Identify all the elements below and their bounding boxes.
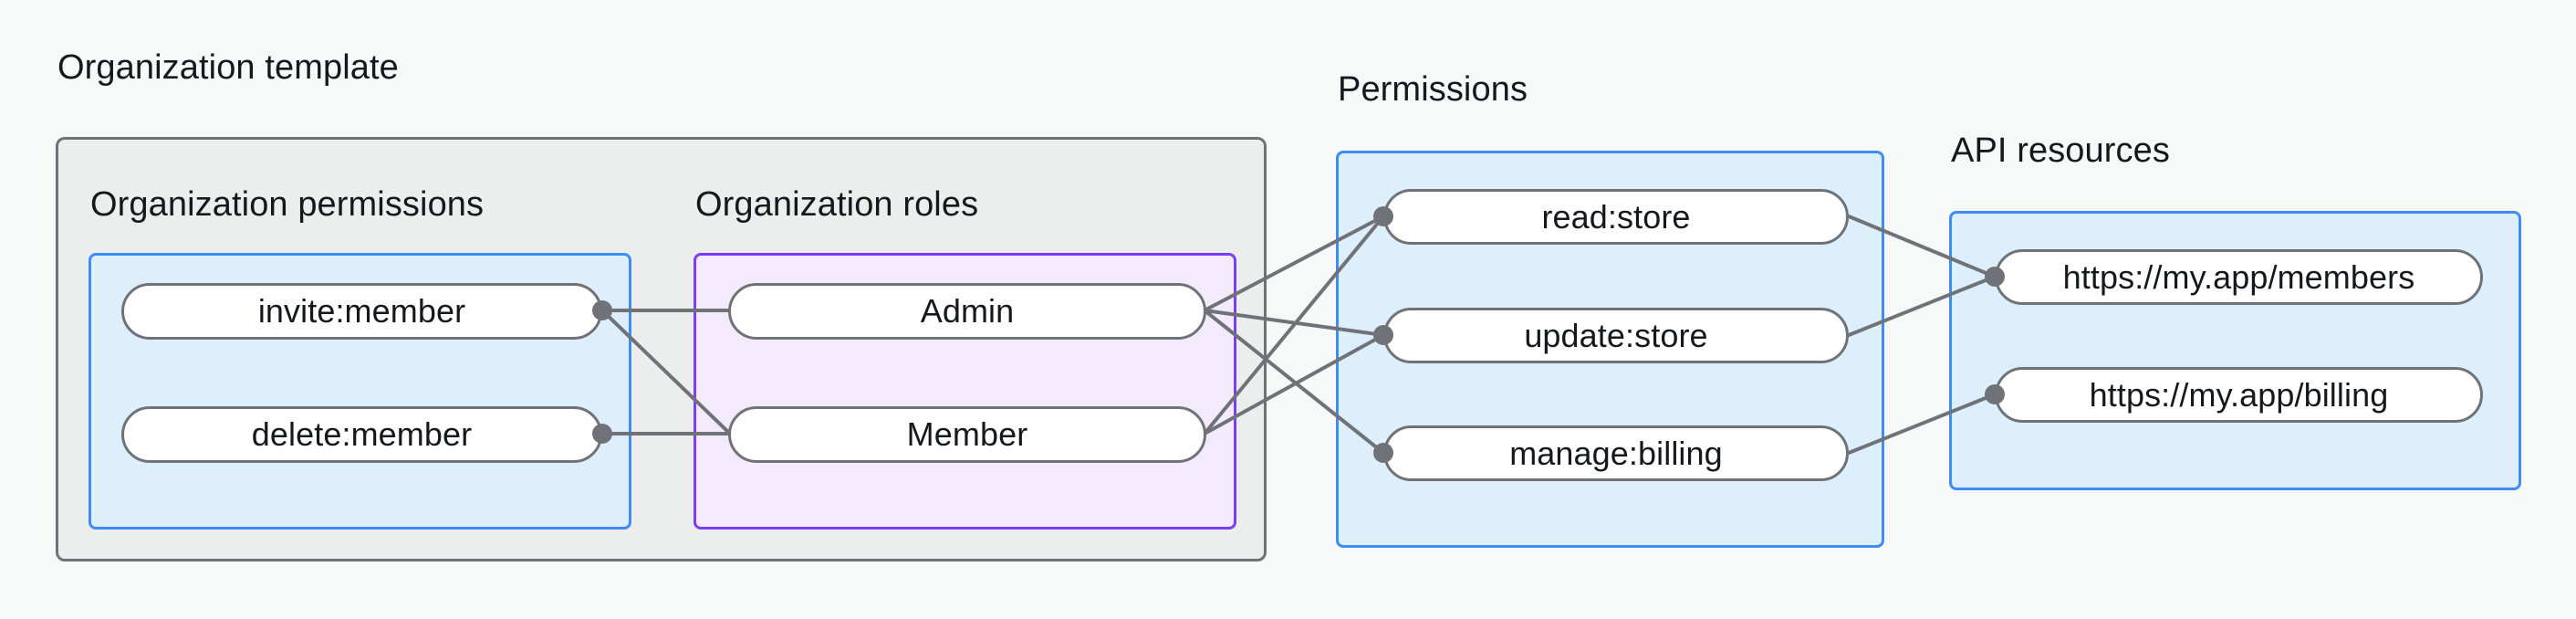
node-api-resource-members[interactable]: https://my.app/members: [1995, 249, 2483, 305]
edge-member-to-read-store: [1203, 215, 1385, 435]
node-update-store[interactable]: update:store: [1383, 308, 1849, 363]
node-invite-member[interactable]: invite:member: [121, 283, 602, 340]
edge-invite-member-to-member: [600, 309, 732, 435]
group-title-organization-permissions: Organization permissions: [90, 185, 485, 224]
node-admin[interactable]: Admin: [728, 283, 1206, 340]
node-api-resource-billing[interactable]: https://my.app/billing: [1995, 367, 2483, 423]
edge-update-store-to-members: [1847, 275, 1997, 337]
group-title-permissions: Permissions: [1338, 70, 1528, 109]
edge-manage-billing-to-billing: [1847, 393, 1997, 455]
edge-read-store-to-members: [1847, 215, 1997, 278]
edge-admin-to-manage-billing: [1203, 309, 1385, 455]
group-title-api-resources: API resources: [1951, 131, 2170, 170]
group-title-organization-roles: Organization roles: [695, 185, 979, 224]
node-manage-billing[interactable]: manage:billing: [1383, 425, 1849, 481]
node-delete-member[interactable]: delete:member: [121, 406, 602, 463]
node-read-store[interactable]: read:store: [1383, 189, 1849, 245]
edge-member-to-update-store: [1203, 333, 1385, 435]
group-title-organization-template: Organization template: [57, 48, 399, 87]
node-member[interactable]: Member: [728, 406, 1206, 463]
edge-admin-to-read-store: [1203, 215, 1385, 312]
